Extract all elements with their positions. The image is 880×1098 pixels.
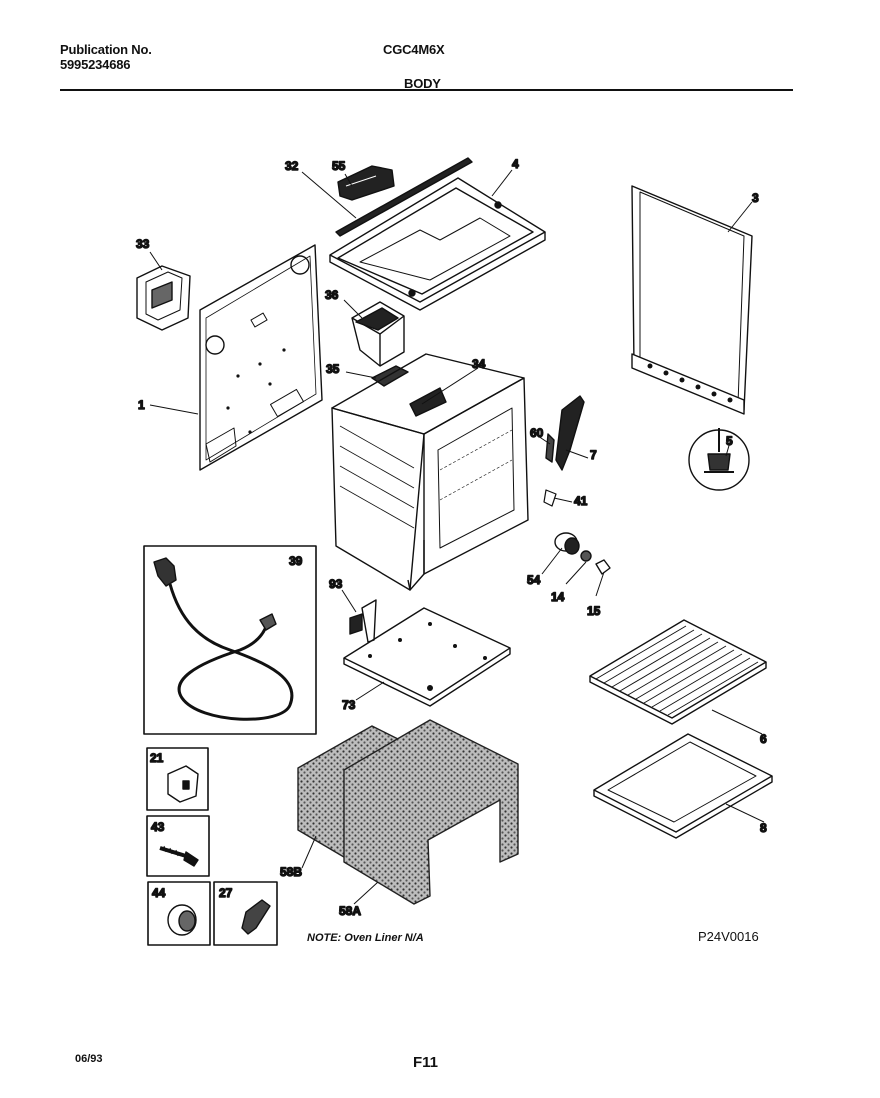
- label-part-4: 4: [512, 157, 519, 171]
- label-part-33: 33: [136, 237, 150, 251]
- label-part-1: 1: [138, 398, 145, 412]
- label-part-15: 15: [587, 604, 601, 618]
- label-part-27: 27: [219, 886, 233, 900]
- part-27-box: [213, 881, 278, 946]
- label-part-39: 39: [289, 554, 303, 568]
- label-part-54: 54: [527, 573, 541, 587]
- part-7-door-hinge: [543, 395, 585, 507]
- part-55-trim-handle: [337, 165, 395, 201]
- publication-label: Publication No.: [60, 42, 152, 57]
- label-part-7: 7: [590, 448, 597, 462]
- label-part-41: 41: [574, 494, 588, 508]
- model-number: CGC4M6X: [383, 42, 445, 57]
- publication-number: 5995234686: [60, 57, 131, 72]
- drawing-code: P24V0016: [698, 929, 759, 944]
- label-part-93: 93: [329, 577, 343, 591]
- part-3-side-panel: [631, 185, 753, 415]
- label-part-73: 73: [342, 698, 356, 712]
- label-part-36: 36: [325, 288, 339, 302]
- footer-page: F11: [413, 1054, 439, 1071]
- part-32-trim-strip: [335, 157, 473, 237]
- part-8-broiler-tray: [593, 733, 773, 839]
- label-part-55: 55: [332, 159, 346, 173]
- section-title: BODY: [404, 76, 441, 91]
- footer-date: 06/93: [75, 1053, 103, 1065]
- label-part-6: 6: [760, 732, 767, 746]
- part-33-bracket: [136, 265, 191, 331]
- leader-lines: [149, 169, 765, 905]
- label-part-60: 60: [530, 426, 544, 440]
- oven-body-cabinet: [331, 353, 529, 591]
- part-36-vent-duct: [351, 301, 405, 367]
- part-1-back-panel: [199, 244, 323, 471]
- label-part-58b: 58B: [280, 865, 302, 879]
- label-part-5: 5: [726, 434, 733, 448]
- part-21-box: [146, 747, 209, 811]
- label-part-34: 34: [472, 357, 486, 371]
- label-part-21: 21: [150, 751, 164, 765]
- label-part-44: 44: [152, 886, 166, 900]
- oven-liner-note: NOTE: Oven Liner N/A: [307, 932, 424, 944]
- part-14-spring: [580, 550, 592, 562]
- part-73-bottom-panel: [343, 607, 511, 707]
- part-44-box: [147, 881, 211, 946]
- part-93-switch: [349, 599, 377, 643]
- label-part-32: 32: [285, 159, 299, 173]
- part-43-box: [146, 815, 210, 877]
- header-rule: [60, 89, 793, 91]
- label-part-35: 35: [326, 362, 340, 376]
- label-part-3: 3: [752, 191, 759, 205]
- part-4-cooktop-pan: [329, 177, 546, 311]
- part-39-power-cord-box: [143, 545, 317, 735]
- label-part-14: 14: [551, 590, 565, 604]
- part-5-leveling-leg: [688, 428, 750, 491]
- part-54-knob-bezel: [554, 532, 580, 555]
- part-58a-insulation: [343, 719, 519, 905]
- label-part-43: 43: [151, 820, 165, 834]
- part-35-clip: [371, 365, 409, 387]
- part-6-oven-rack: [589, 619, 767, 725]
- label-part-58a: 58A: [339, 904, 361, 918]
- part-15-knob: [595, 559, 611, 575]
- label-part-8: 8: [760, 821, 767, 835]
